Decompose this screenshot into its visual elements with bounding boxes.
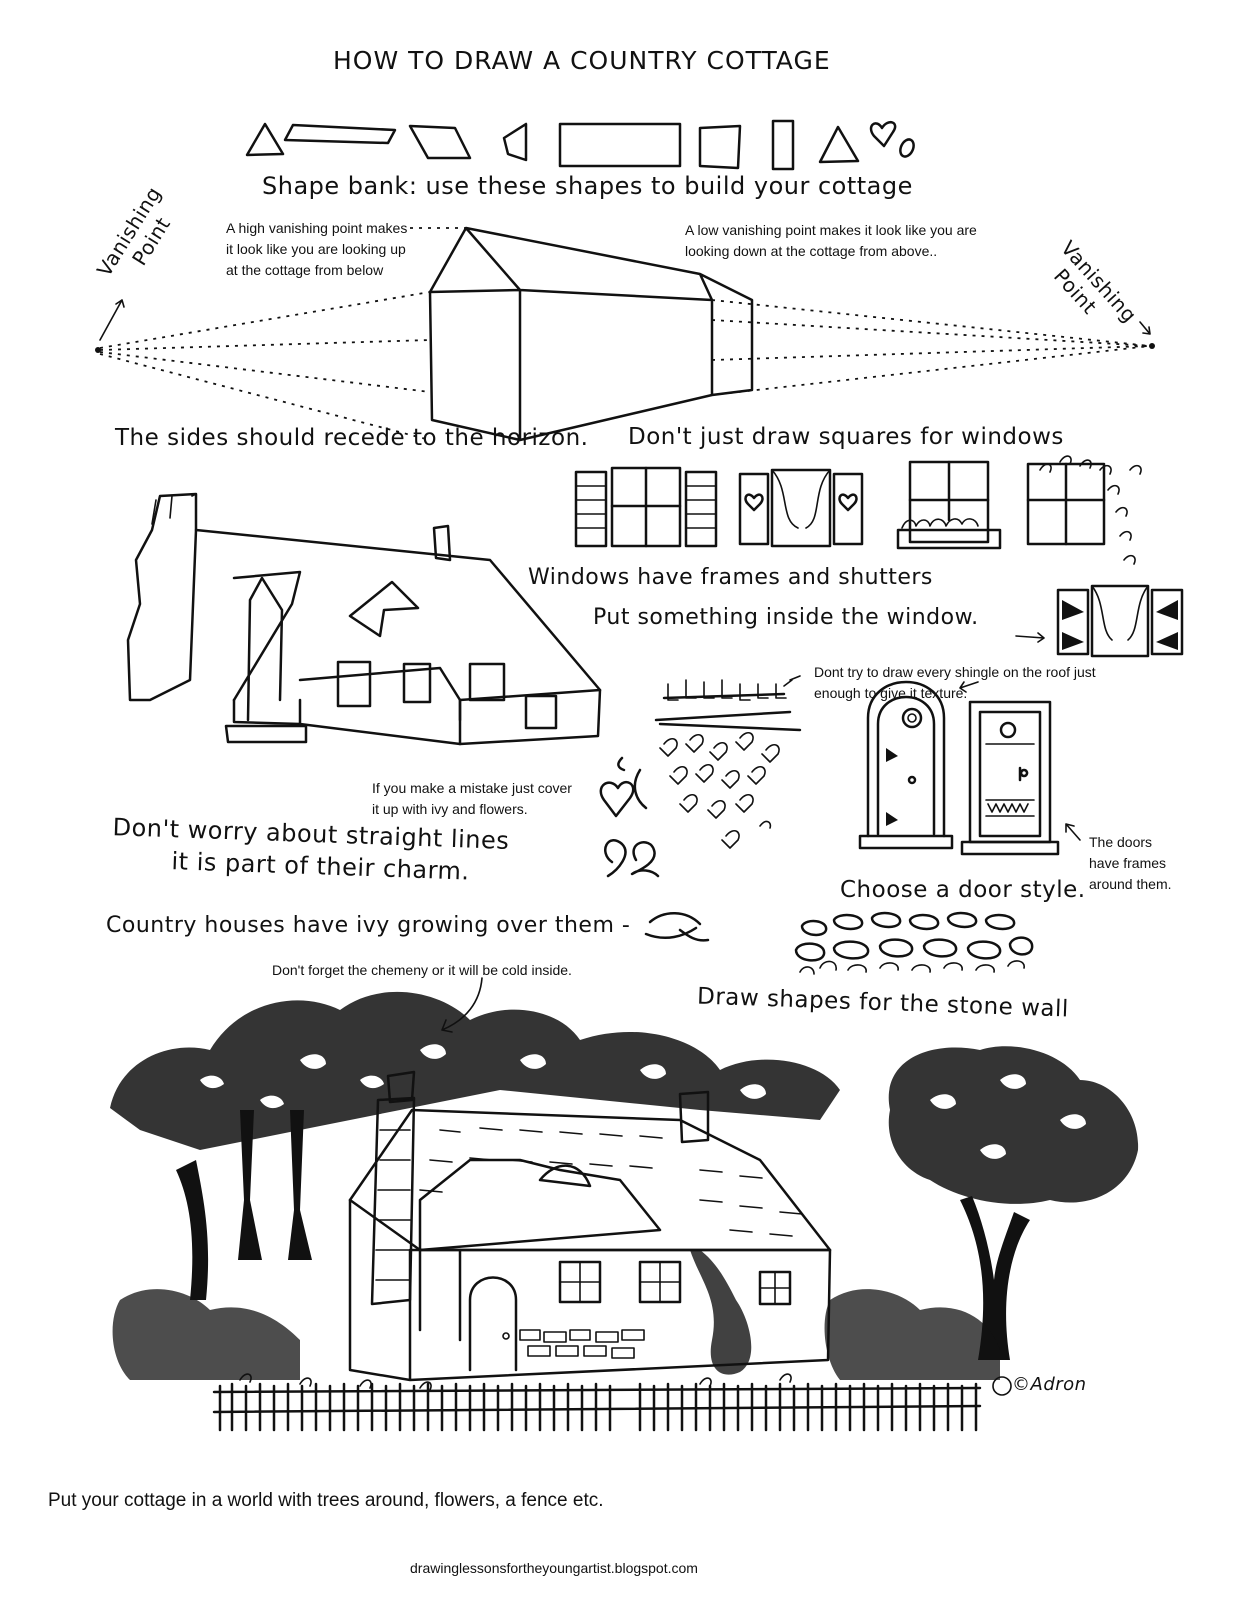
cottage-scene-illustration <box>110 991 1139 1432</box>
note-line: If you make a mistake just cover <box>372 780 572 796</box>
heart-shape <box>869 120 897 148</box>
large-rectangle-shape <box>558 122 682 168</box>
ivy-cluster-example <box>599 731 780 942</box>
note-line: it up with ivy and flowers. <box>372 801 528 817</box>
window-ivy <box>1026 455 1142 565</box>
vanishing-point-right <box>1149 343 1155 349</box>
window-shuttered-cross <box>574 466 718 548</box>
wedge-shape <box>502 122 528 162</box>
note-line: around them. <box>1089 876 1172 892</box>
shape-bank <box>245 119 915 171</box>
ivy-caption: Country houses have ivy growing over the… <box>106 913 631 938</box>
window-curtain-example <box>1015 584 1184 658</box>
shape-bank-caption: Shape bank: use these shapes to build yo… <box>262 172 913 200</box>
trapezoid-shape <box>408 124 472 160</box>
page-title: HOW TO DRAW A COUNTRY COTTAGE <box>333 46 831 75</box>
note-line: it look like you are looking up <box>226 241 406 257</box>
windows-frames-caption: Windows have frames and shutters <box>528 565 933 590</box>
copyright-circle <box>992 1376 1012 1396</box>
note-line: Dont try to draw every shingle on the ro… <box>814 664 1096 680</box>
arrow-to-window <box>1015 632 1045 643</box>
note-line: The doors <box>1089 834 1153 850</box>
footer-url: drawinglessonsfortheyoungartist.blogspot… <box>410 1560 698 1576</box>
high-vanishing-point-note: A high vanishing point makes it look lik… <box>226 218 407 281</box>
door-style-caption: Choose a door style. <box>840 877 1086 903</box>
artist-signature: ©Adron <box>1012 1374 1087 1395</box>
vp-right-arrow <box>1139 321 1151 335</box>
note-line: at the cottage from below <box>226 262 384 278</box>
window-hearts-curtains <box>738 468 864 548</box>
mistake-note: If you make a mistake just cover it up w… <box>372 778 572 820</box>
vp-left-arrow <box>99 299 125 341</box>
parallelogram-shape <box>283 123 397 145</box>
square-shape <box>698 124 742 170</box>
low-vanishing-point-note: A low vanishing point makes it look like… <box>685 220 977 262</box>
tall-rectangle-shape <box>771 119 795 171</box>
windows-caption: Don't just draw squares for windows <box>628 424 1064 450</box>
cottage-sketch <box>126 492 602 746</box>
oval-shape <box>899 138 915 158</box>
small-triangle-shape <box>818 125 860 164</box>
note-line: A high vanishing point makes <box>226 220 408 236</box>
roof-shingle-example <box>654 675 802 732</box>
vanishing-point-left <box>95 347 101 353</box>
doors-note: The doors have frames around them. <box>1089 832 1172 895</box>
note-line: have frames <box>1089 855 1167 871</box>
perspective-diagram <box>95 226 1155 442</box>
note-line: looking down at the cottage from above.. <box>685 243 938 259</box>
stone-wall-example <box>794 911 1034 975</box>
bottom-caption: Put your cottage in a world with trees a… <box>48 1490 604 1511</box>
chimney-note: Don't forget the chemeny or it will be c… <box>272 962 572 978</box>
triangle-shape <box>245 122 285 157</box>
note-line: A low vanishing point makes it look like… <box>685 222 977 238</box>
window-examples <box>574 455 1184 658</box>
door-style-examples <box>858 680 1081 856</box>
window-flower-box <box>896 460 1002 550</box>
put-inside-caption: Put something inside the window. <box>593 605 979 630</box>
